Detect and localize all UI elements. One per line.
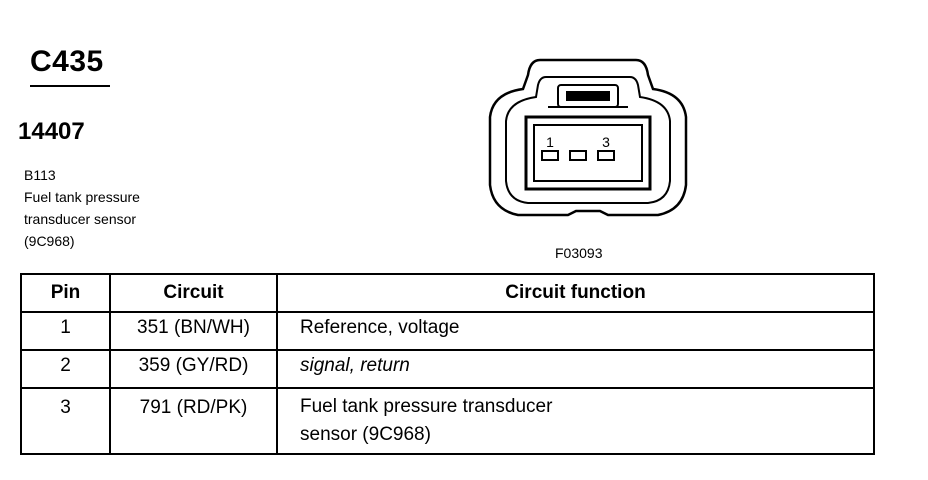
cell-function-line1: Fuel tank pressure transducer (300, 396, 553, 417)
table-row: 2 359 (GY/RD) signal, return (20, 349, 875, 389)
cell-circuit: 351 (BN/WH) (109, 311, 278, 351)
component-code: B113 (24, 167, 56, 183)
connector-id: C435 (30, 45, 104, 78)
cell-function: Reference, voltage (276, 311, 875, 351)
cell-pin: 2 (20, 349, 111, 389)
cell-pin: 1 (20, 311, 111, 351)
pin-cavity-frame-inner (533, 124, 643, 182)
part-number: 14407 (18, 118, 85, 145)
connector-face-diagram: 1 3 (488, 58, 688, 217)
cell-function: signal, return (276, 349, 875, 389)
component-ref: (9C968) (24, 233, 75, 249)
component-desc-line1: Fuel tank pressure (24, 189, 140, 205)
pin-2 (569, 150, 587, 161)
pin-label-3: 3 (602, 134, 610, 150)
cell-function-line2: sensor (9C968) (300, 424, 431, 445)
connector-outer-housing (488, 58, 688, 217)
pin-1 (541, 150, 559, 161)
table-row: 1 351 (BN/WH) Reference, voltage (20, 311, 875, 351)
pin-label-1: 1 (546, 134, 554, 150)
component-desc-line2: transducer sensor (24, 211, 137, 227)
cell-function: Fuel tank pressure transducer sensor (9C… (276, 387, 875, 455)
component-info: B113 Fuel tank pressure transducer senso… (24, 164, 140, 252)
header-pin: Pin (20, 273, 111, 313)
pin-cavity-frame-outer (524, 115, 652, 191)
figure-id: F03093 (555, 245, 603, 261)
connector-id-underline (30, 85, 110, 87)
cell-circuit: 359 (GY/RD) (109, 349, 278, 389)
table-row: 3 791 (RD/PK) Fuel tank pressure transdu… (20, 387, 875, 455)
table-header-row: Pin Circuit Circuit function (20, 273, 875, 313)
header-circuit: Circuit (109, 273, 278, 313)
header-circuit-function: Circuit function (276, 273, 875, 313)
locking-tab-inner (566, 91, 610, 101)
pin-3 (597, 150, 615, 161)
cell-pin: 3 (20, 387, 111, 455)
connector-inner-housing (505, 76, 671, 204)
cell-circuit: 791 (RD/PK) (109, 387, 278, 455)
pinout-table: Pin Circuit Circuit function 1 351 (BN/W… (20, 273, 875, 455)
